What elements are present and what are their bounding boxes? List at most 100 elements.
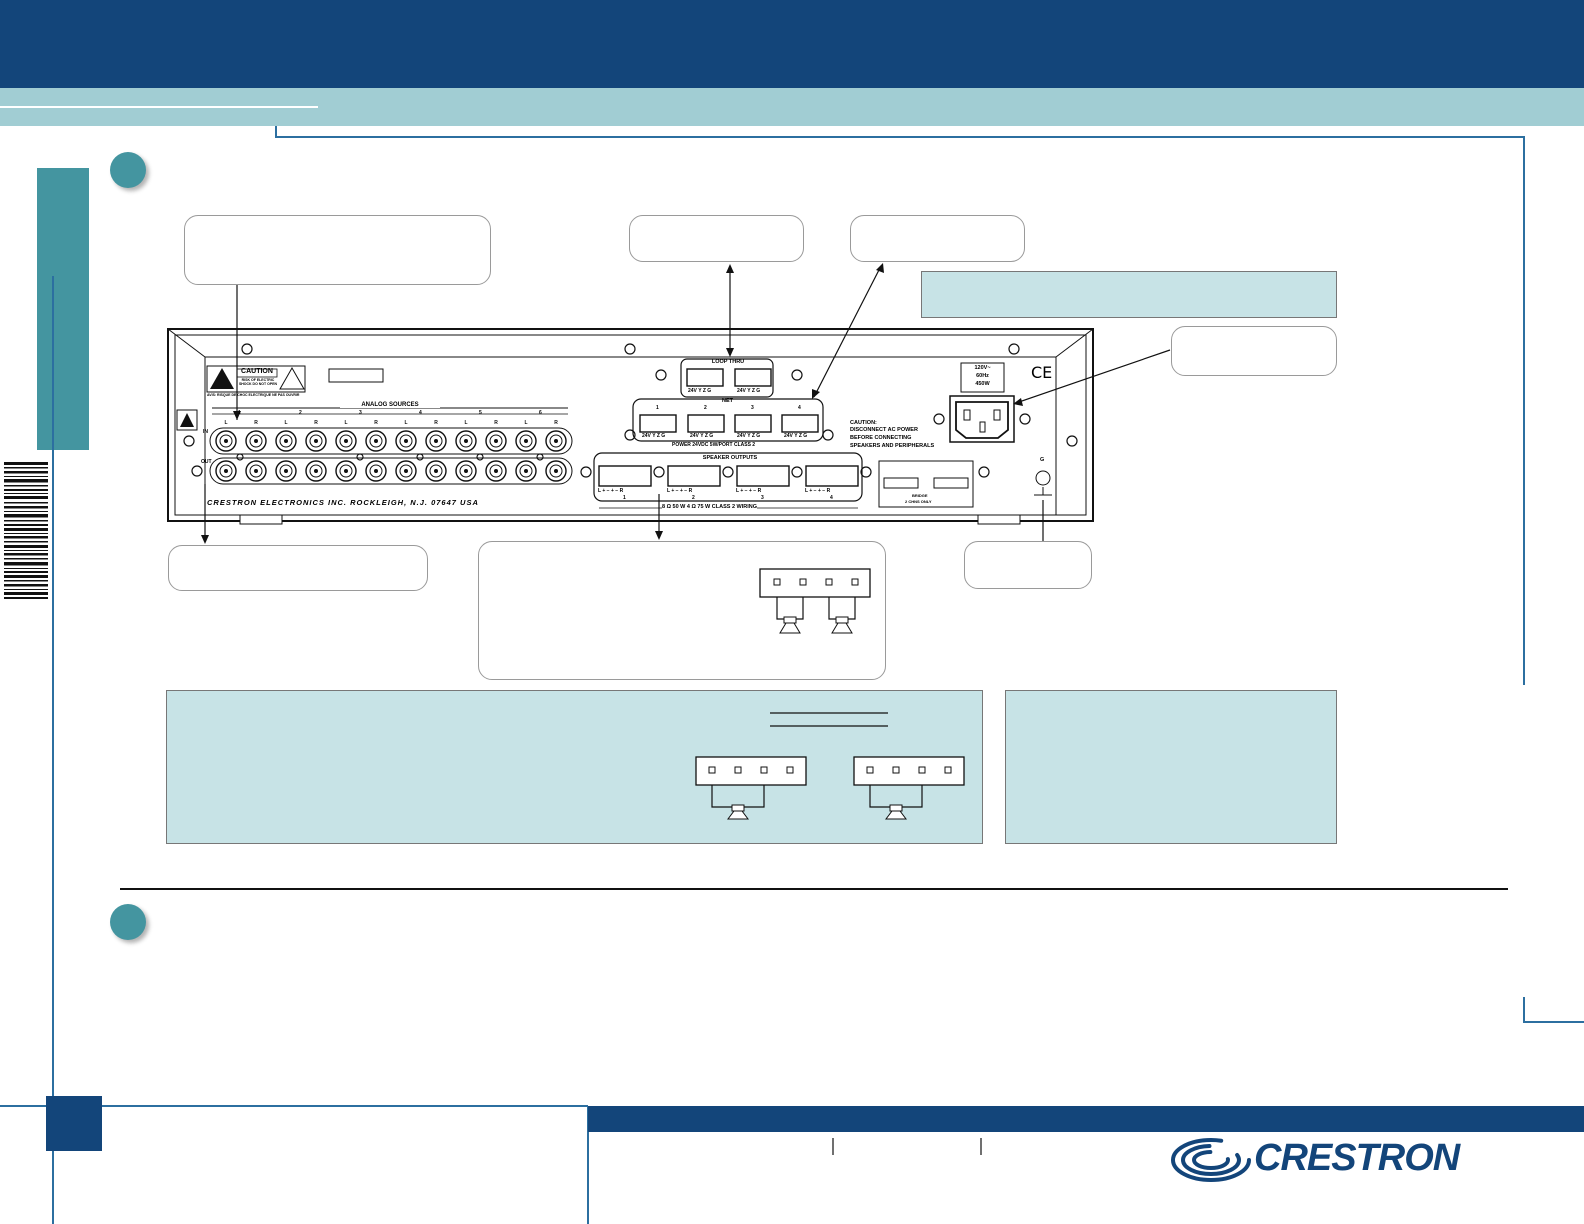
panel-speaker-outputs: SPEAKER OUTPUTS <box>690 455 770 461</box>
panel-rating: 450W <box>975 381 990 387</box>
rca-jack-ring <box>339 434 353 448</box>
panel-pin-labels: 24V Y Z G <box>784 433 808 439</box>
rca-jack-ring <box>219 434 233 448</box>
panel-channel-letter: R <box>374 420 378 426</box>
rca-jack-ring <box>249 434 263 448</box>
rca-jack-ring <box>429 434 443 448</box>
rca-jack-pin <box>314 469 318 473</box>
panel-speaker-number: 4 <box>830 495 833 501</box>
rca-jack-pin <box>494 439 498 443</box>
speaker-wiring-diagram-bridged-a <box>695 756 807 820</box>
rca-jack-ring <box>429 464 443 478</box>
panel-ce-mark: CE <box>1031 363 1053 382</box>
rca-jack-ring <box>399 464 413 478</box>
panel-caution-note: AVIS: RISQUE DE CHOC ELECTRIQUE NE PAS O… <box>207 393 300 397</box>
panel-maker-line: CRESTRON ELECTRONICS INC. ROCKLEIGH, N.J… <box>207 498 479 507</box>
panel-source-number: 3 <box>359 410 362 416</box>
rca-jack-ring <box>549 464 563 478</box>
info-strip-net <box>921 271 1337 318</box>
rca-jack-ring <box>219 464 233 478</box>
rca-jack-pin <box>464 469 468 473</box>
panel-channel-letter: L <box>224 420 227 426</box>
panel-bridge-label: BRIDGE <box>912 493 928 498</box>
panel-caution-sub: RISK OF ELECTRIC SHOCK DO NOT OPEN <box>238 378 278 386</box>
panel-net-number: 4 <box>798 405 801 411</box>
speaker-wiring-diagram-stereo <box>759 568 871 634</box>
rca-jack-pin <box>344 469 348 473</box>
rca-jack-pin <box>254 439 258 443</box>
panel-channel-letter: R <box>254 420 258 426</box>
rca-jack-ring <box>489 434 503 448</box>
panel-channel-letter: R <box>494 420 498 426</box>
panel-speaker-number: 3 <box>761 495 764 501</box>
rca-jack-ring <box>459 464 473 478</box>
panel-caution-ac: BEFORE CONNECTING <box>850 435 912 441</box>
panel-speaker-number: 1 <box>623 495 626 501</box>
panel-speaker-pins: L + − + − R <box>805 488 831 494</box>
rca-jack-ring <box>519 464 533 478</box>
panel-class2-note: 8 Ω 50 W 4 Ω 75 W CLASS 2 WIRING <box>662 504 758 510</box>
rca-jack-pin <box>554 439 558 443</box>
rca-jack-pin <box>374 439 378 443</box>
panel-rating: 60Hz <box>976 373 989 379</box>
info-box-speaker-wiring <box>166 690 983 844</box>
rca-jack-ring <box>279 464 293 478</box>
panel-source-number: 1 <box>238 410 241 416</box>
callout-analog-inputs <box>184 215 491 285</box>
rca-jack-pin <box>464 439 468 443</box>
rca-jack-ring <box>519 434 533 448</box>
rca-jack-ring <box>279 434 293 448</box>
rca-jack-ring <box>489 464 503 478</box>
footer-navy-bar <box>588 1106 1584 1132</box>
callout-net <box>850 215 1025 262</box>
callout-analog-outputs <box>168 545 428 591</box>
crestron-logo-icon <box>1171 1138 1251 1182</box>
rca-jack-ring <box>339 464 353 478</box>
panel-pin-labels: 24V Y Z G <box>642 433 666 439</box>
side-tab <box>37 168 89 450</box>
left-margin-line <box>52 276 54 1224</box>
callout-power <box>1171 326 1337 376</box>
panel-analog-sources: ANALOG SOURCES <box>340 402 440 408</box>
crestron-logo-text: CRESTRON <box>1254 1137 1460 1179</box>
panel-source-number: 6 <box>539 410 542 416</box>
rca-jack-pin <box>404 439 408 443</box>
panel-caution-label: CAUTION <box>241 368 273 375</box>
rca-jack-ring <box>459 434 473 448</box>
panel-channel-letter: R <box>314 420 318 426</box>
rca-jack-pin <box>404 469 408 473</box>
panel-channel-letter: L <box>464 420 467 426</box>
panel-speaker-pins: L + − + − R <box>667 488 693 494</box>
panel-in-label: IN <box>203 429 208 435</box>
rca-jack-ring <box>309 464 323 478</box>
panel-speaker-number: 2 <box>692 495 695 501</box>
callout-speaker-outputs <box>478 541 886 680</box>
panel-speaker-pins: L + − + − R <box>736 488 762 494</box>
rca-jack-ring <box>249 464 263 478</box>
panel-bridge-sub: 2 CHNS ONLY <box>905 499 932 504</box>
panel-pin-labels: 24V Y Z G <box>737 388 761 394</box>
rca-jack-pin <box>524 439 528 443</box>
panel-source-number: 4 <box>419 410 422 416</box>
panel-source-number: 5 <box>479 410 482 416</box>
rca-jack-ring <box>309 434 323 448</box>
callout-loop-thru <box>629 215 804 262</box>
panel-pin-labels: 24V Y Z G <box>688 388 712 394</box>
panel-rating: 120V~ <box>974 365 991 371</box>
panel-source-number: 2 <box>299 410 302 416</box>
panel-net-number: 2 <box>704 405 707 411</box>
info-box-right <box>1005 690 1337 844</box>
rca-jack-ring <box>369 434 383 448</box>
panel-speaker-pins: L + − + − R <box>598 488 624 494</box>
rca-jack-ring <box>399 434 413 448</box>
step-bullet-1 <box>110 152 146 188</box>
rca-jack-pin <box>434 439 438 443</box>
panel-caution-ac: CAUTION: <box>850 420 877 426</box>
panel-caution-ac: DISCONNECT AC POWER <box>850 427 918 433</box>
rca-jack-ring <box>549 434 563 448</box>
callout-ground <box>964 541 1092 589</box>
footer-page-block <box>46 1096 102 1151</box>
rca-jack-pin <box>494 469 498 473</box>
